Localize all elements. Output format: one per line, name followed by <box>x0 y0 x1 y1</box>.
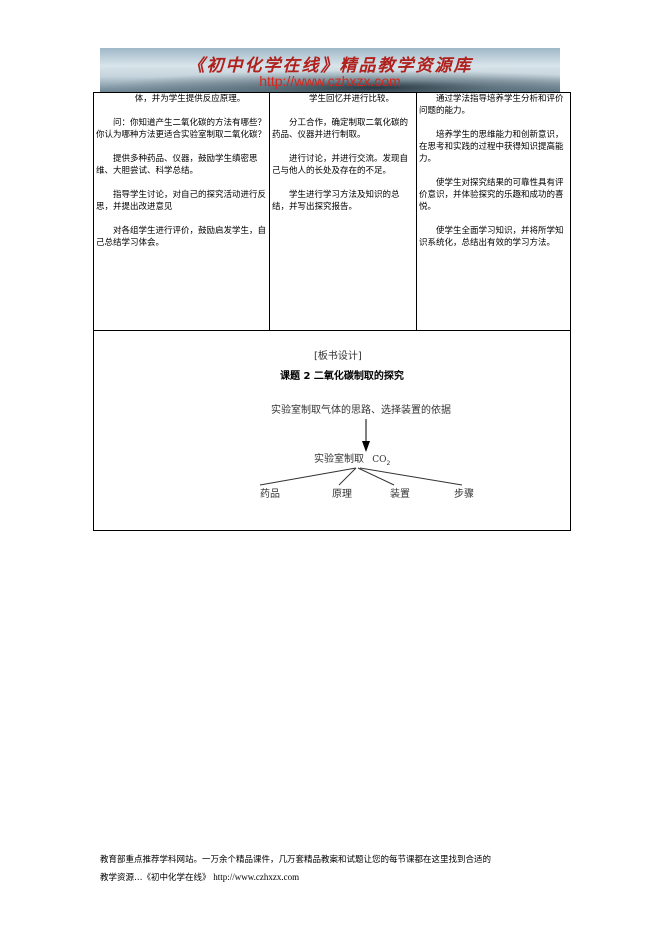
formula-subscript: 2 <box>386 460 391 467</box>
board-idea: 实验室制取气体的思路、选择装置的依据 <box>271 405 451 416</box>
board-center: 实验室制取 CO2 <box>314 454 390 470</box>
board-heading: [板书设计] <box>314 351 362 362</box>
branch-item: 原理 <box>332 489 352 500</box>
cell-text: 提供多种药品、仪器，鼓励学生缜密思维、大胆尝试、科学总结。 <box>96 154 258 176</box>
banner-landscape <box>100 70 560 92</box>
branch-item: 步骤 <box>454 489 474 500</box>
header-banner: 《初中化学在线》精品教学资源库 http://www.czhxzx.com <box>100 48 560 92</box>
cell-text: 学生进行学习方法及知识的总结，并写出探究报告。 <box>272 190 400 212</box>
student-activity-cell: 学生回忆并进行比较。 分工合作，确定制取二氧化碳的药品、仪器并进行制取。 进行讨… <box>269 92 417 331</box>
cell-text: 问：你知道产生二氧化碳的方法有哪些？你认为哪种方法更适合实验室制取二氧化碳？ <box>96 118 267 140</box>
table-row: 体，并为学生提供反应原理。 问：你知道产生二氧化碳的方法有哪些？你认为哪种方法更… <box>93 92 571 331</box>
cell-text: 使学生对探究结果的可靠性具有评价意识，并体验探究的乐趣和成功的喜悦。 <box>419 178 564 212</box>
branch-line <box>259 467 357 486</box>
formula: CO <box>372 455 387 465</box>
cell-text: 培养学生的思维能力和创新意识，在思考和实践的过程中获得知识提高能力。 <box>419 130 564 164</box>
branch-line <box>357 467 395 486</box>
diagram-lines <box>259 419 463 486</box>
board-design-diagram: [板书设计] 课题 2 二氧化碳制取的探究 实验室制取气体的思路、选择装置的依据… <box>94 331 570 530</box>
table-row: [板书设计] 课题 2 二氧化碳制取的探究 实验室制取气体的思路、选择装置的依据… <box>93 330 571 531</box>
branch-item: 药品 <box>260 489 280 500</box>
board-design-cell: [板书设计] 课题 2 二氧化碳制取的探究 实验室制取气体的思路、选择装置的依据… <box>93 330 571 531</box>
cell-text: 指导学生讨论，对自己的探究活动进行反思，并提出改进意见 <box>96 190 267 212</box>
lesson-table: 体，并为学生提供反应原理。 问：你知道产生二氧化碳的方法有哪些？你认为哪种方法更… <box>93 92 571 531</box>
cell-text: 通过学法指导培养学生分析和评价问题的能力。 <box>419 94 564 116</box>
branch-line <box>338 467 357 486</box>
board-title: 课题 2 二氧化碳制取的探究 <box>280 371 404 382</box>
cell-text: 使学生全面学习知识，并将所学知识系统化，总结出有效的学习方法。 <box>419 226 564 248</box>
cell-text: 对各组学生进行评价，鼓励启发学生，自己总结学习体会。 <box>96 226 267 248</box>
teacher-activity-cell: 体，并为学生提供反应原理。 问：你知道产生二氧化碳的方法有哪些？你认为哪种方法更… <box>93 92 270 331</box>
banner-url[interactable]: http://www.czhxzx.com <box>259 73 401 89</box>
footer-text: 教学资源…《初中化学在线》 <box>100 873 211 883</box>
page-footer: 教育部重点推荐学科网站。一万余个精品课件，几万套精品教案和试题让您的每节课都在这… <box>100 852 570 887</box>
footer-line-2: 教学资源…《初中化学在线》 http://www.czhxzx.com <box>100 869 570 887</box>
branch-line <box>359 467 463 486</box>
cell-text: 进行讨论，并进行交流。发现自己与他人的长处及存在的不足。 <box>272 154 409 176</box>
footer-line-1: 教育部重点推荐学科网站。一万余个精品课件，几万套精品教案和试题让您的每节课都在这… <box>100 855 492 865</box>
cell-text: 体，并为学生提供反应原理。 <box>134 94 246 104</box>
branch-item: 装置 <box>390 489 410 500</box>
cell-text: 分工合作，确定制取二氧化碳的药品、仪器并进行制取。 <box>272 118 409 140</box>
banner-title: 《初中化学在线》精品教学资源库 <box>187 56 473 76</box>
design-purpose-cell: 通过学法指导培养学生分析和评价问题的能力。 培养学生的思维能力和创新意识，在思考… <box>416 92 571 331</box>
arrow-head-icon <box>362 441 370 452</box>
cell-text: 学生回忆并进行比较。 <box>308 94 394 104</box>
center-label: 实验室制取 <box>314 454 364 465</box>
footer-link[interactable]: http://www.czhxzx.com <box>213 872 300 882</box>
